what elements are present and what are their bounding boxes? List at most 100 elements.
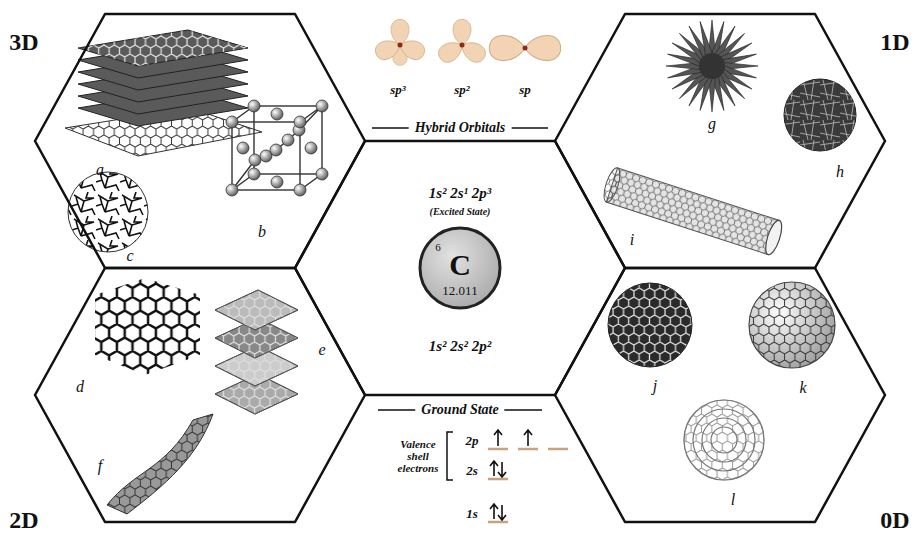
graphene-figure <box>95 278 200 375</box>
carbon-atoms-part <box>237 142 249 154</box>
orbital-label: sp³ <box>390 83 405 97</box>
fullerene-figure-part <box>749 282 835 368</box>
carbon-atoms-part <box>271 176 283 188</box>
nanostar-figure-part <box>699 53 725 79</box>
stacked-graphene-figure-part <box>215 290 298 330</box>
sp2-orbital-part <box>453 20 471 46</box>
energy-levels-part <box>490 504 498 519</box>
energy-levels <box>447 430 568 522</box>
carbon-onion-figure-part <box>684 400 764 480</box>
energy-levels-part <box>488 448 508 451</box>
amorphous-carbon-figure-part <box>68 172 148 252</box>
sp-orbital-part <box>489 35 525 60</box>
electron-configuration: 1s² 2s² 2p² <box>429 338 492 355</box>
orbital-level-label: 2p <box>466 434 479 448</box>
sp2-orbital-part <box>458 37 489 65</box>
graphite-figure-part <box>78 30 248 66</box>
energy-levels-part <box>488 521 508 524</box>
dimension-hexagon: 1Dghi <box>555 14 885 268</box>
carbon-atoms-part <box>271 108 283 120</box>
bracket-label: Valence shell electrons <box>390 438 446 474</box>
carbon-onion-figure-part <box>711 427 737 453</box>
energy-levels-part <box>548 448 568 451</box>
dimension-label: 0D <box>880 507 909 533</box>
carbon-dot-figure <box>608 283 692 367</box>
figure-letter: i <box>630 231 634 249</box>
carbon-onion-figure-part <box>693 409 755 471</box>
fullerene-figure <box>749 282 835 368</box>
carbon-atoms-part <box>305 142 317 154</box>
figure-letter: h <box>836 163 844 181</box>
carbon-atoms-part <box>248 168 260 180</box>
carbon-atoms-part <box>282 134 294 146</box>
node-outline <box>555 14 885 268</box>
carbon-atoms-part <box>260 150 272 162</box>
node-outline <box>35 14 365 268</box>
figure-letter: a <box>96 161 104 179</box>
sp-orbital-part <box>523 46 528 51</box>
figure-letter: k <box>799 379 806 397</box>
atomic-number: 6 <box>435 241 441 253</box>
diamond-cell-figure-part <box>254 106 322 174</box>
orbital-label: sp <box>519 83 531 97</box>
graphene-ribbon-figure <box>107 414 213 514</box>
dimension-hexagon: 0Djkl <box>555 268 885 522</box>
energy-levels-part <box>498 462 506 477</box>
fullerene-figure-part <box>749 282 835 368</box>
dimension-hexagon: 3Dabc <box>35 14 365 268</box>
carbon-atoms-part <box>249 154 261 166</box>
stacked-graphene-figure <box>215 290 298 414</box>
carbon-onion-figure-part <box>684 400 764 480</box>
figure-letter: e <box>318 341 325 359</box>
carbon-atoms-part <box>316 100 328 112</box>
dimension-label: 2D <box>9 507 38 533</box>
figure-letter: l <box>731 491 735 509</box>
dimension-label: 1D <box>880 29 909 55</box>
carbon-atoms <box>226 100 328 196</box>
electron-configuration: 1s² 2s¹ 2p³ <box>429 185 492 202</box>
sp-orbital-part <box>525 35 561 60</box>
node-outline <box>35 268 365 522</box>
figure-letter: j <box>653 377 657 395</box>
graphite-figure-part <box>78 30 248 66</box>
energy-levels-part <box>498 505 506 520</box>
energy-levels-part <box>488 478 508 481</box>
section-heading: Ground State <box>415 402 504 417</box>
dimension-label: 3D <box>9 29 38 55</box>
atomic-mass: 12.011 <box>442 284 477 298</box>
carbon-onion-figure-part <box>702 418 746 462</box>
hexagon-outline <box>295 141 625 395</box>
energy-levels-part <box>524 430 532 446</box>
nanofiber-figure-part <box>784 79 856 151</box>
circle-outline <box>420 228 500 308</box>
orbital-level-label: 2s <box>466 464 478 478</box>
hexagon-outline <box>555 268 885 522</box>
section-heading: Hybrid Orbitals <box>409 120 512 135</box>
amorphous-carbon-figure-part <box>68 172 148 252</box>
dimension-hexagon: 1s² 2s¹ 2p³(Excited State)1s² 2s² 2p²6C1… <box>295 141 625 395</box>
dimension-hexagon: 2Ddef <box>35 268 365 522</box>
hexagon-outline <box>555 14 885 268</box>
energy-levels-part <box>518 448 538 451</box>
nanofiber-figure <box>784 79 856 151</box>
node-outline <box>555 268 885 522</box>
amorphous-carbon-figure <box>68 172 148 252</box>
carbon-dot-figure-part <box>608 283 692 367</box>
carbon-atoms-part <box>248 100 260 112</box>
nanotube-figure-part <box>601 166 624 204</box>
sp2-orbital <box>435 20 488 66</box>
diamond-cell-figure <box>232 106 322 190</box>
orbital-level-label: 1s <box>466 507 478 521</box>
nanostar-figure-part <box>697 21 713 56</box>
sp3-orbital-part <box>398 43 403 48</box>
figure-letter: d <box>76 378 84 396</box>
orbital-label: sp² <box>454 83 469 97</box>
nanofiber-figure-part <box>784 79 856 151</box>
nanotube-figure-part <box>762 219 785 257</box>
sp2-orbital-part <box>460 43 465 48</box>
sp3-orbital-part <box>391 20 409 46</box>
carbon-atoms-part <box>226 184 238 196</box>
sp-orbital <box>489 35 560 60</box>
